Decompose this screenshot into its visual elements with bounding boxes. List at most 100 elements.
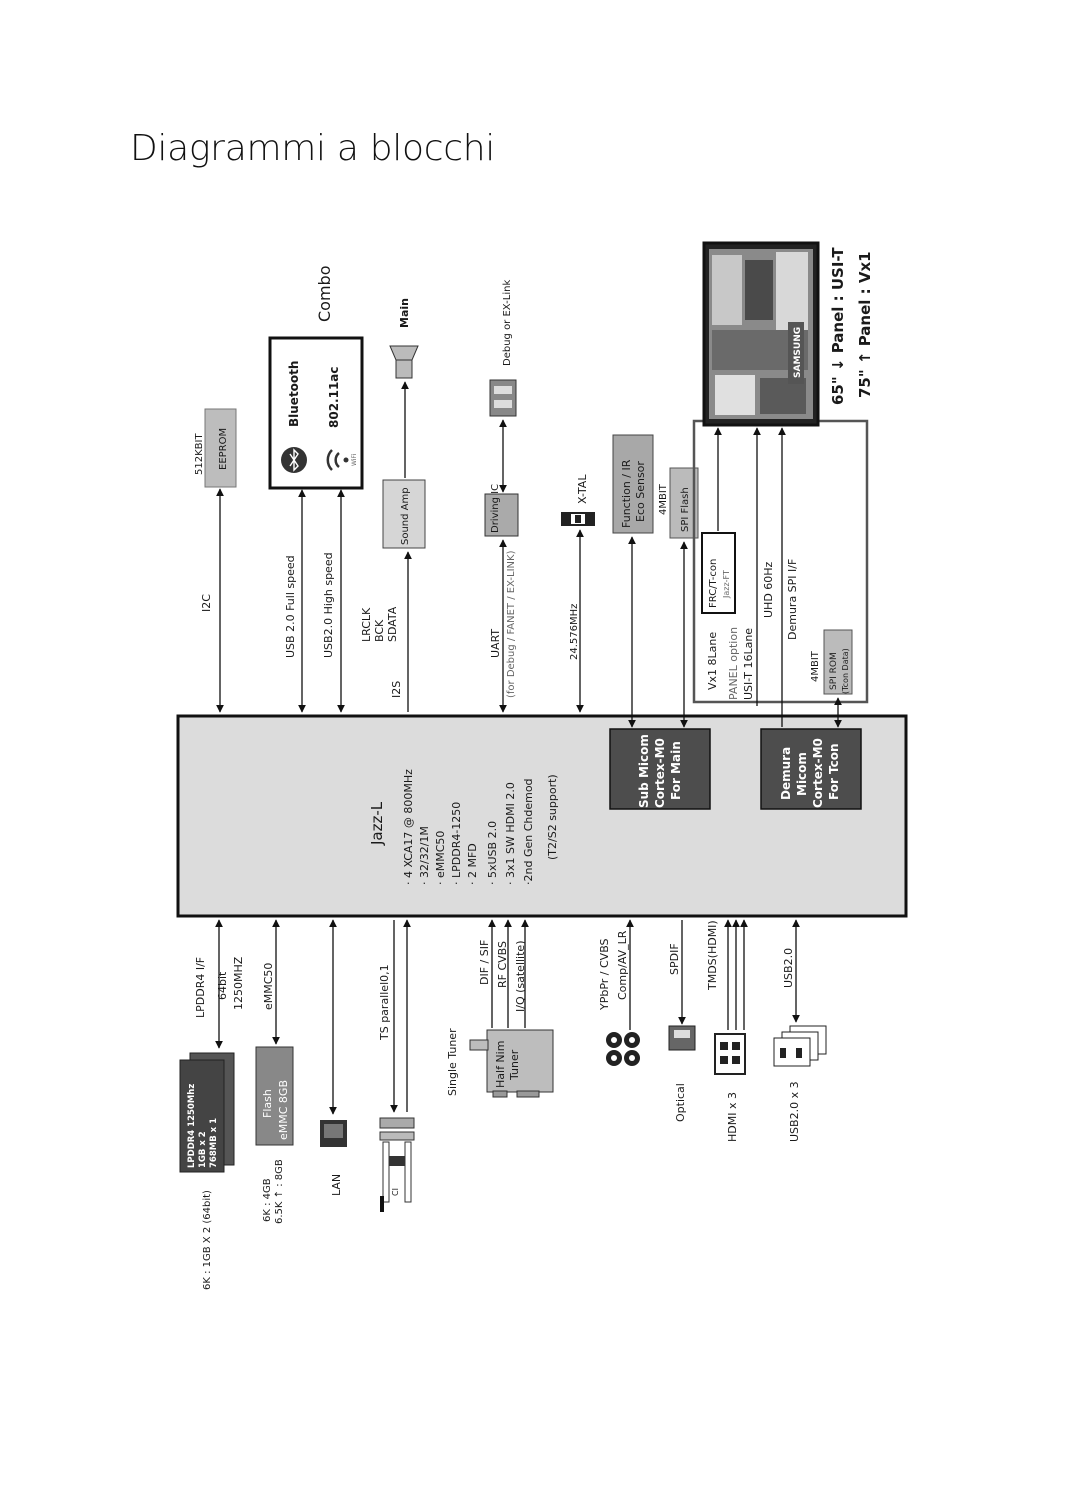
- panel-line-1: 65" ↓ Panel : USI-T: [829, 247, 847, 405]
- spi-flash-label: SPI Flash: [680, 487, 691, 532]
- function-ir-box: [612, 434, 654, 534]
- usb-high-label: USB2.0 High speed: [322, 552, 335, 658]
- spi-rom-label: SPI ROM: [829, 652, 839, 690]
- wifi-small-label: WiFi: [351, 454, 358, 466]
- demura-micom-line: Cortex-M0: [811, 738, 825, 808]
- debug-connector-label: Debug or EX-Link: [502, 280, 513, 366]
- panel-image: [702, 241, 820, 427]
- uart-label: UART: [489, 629, 502, 658]
- function-ir-line: Eco Sensor: [634, 461, 647, 522]
- page-title: Diagrammi a blocchi: [130, 128, 495, 169]
- av-signal: Comp/AV_LR: [616, 930, 629, 1000]
- spi-rom-sub: (Tcon Data): [841, 648, 850, 694]
- xtal-label: X-TAL: [576, 474, 589, 504]
- soc-spec: · 4 XCA17 @ 800MHz: [402, 769, 415, 885]
- sub-micom-line: For Main: [669, 741, 683, 800]
- demura-micom-line: For Tcon: [827, 743, 841, 800]
- lan-icon: [320, 1120, 347, 1147]
- uart-note: (for Debug / FANET / EX-LINK): [506, 550, 517, 698]
- hdmi-label: HDMI x 3: [726, 1092, 739, 1142]
- flash-chip-line: eMMC 8GB: [277, 1080, 290, 1140]
- flash-chip: [255, 1046, 294, 1146]
- av-signal: YPbPr / CVBS: [598, 938, 611, 1011]
- audio-signal: LRCLK: [360, 607, 373, 642]
- usb-port-icon: [773, 1025, 827, 1067]
- demura-micom-box: [760, 728, 862, 810]
- optical-icon: [668, 1025, 696, 1051]
- lpddr4-bus-sub: 64bit: [216, 971, 229, 1000]
- spi-flash-size: 4MBIT: [658, 483, 669, 515]
- memory-chip-line: LPDDR4 1250Mhz: [187, 1084, 197, 1168]
- spi-rom-box: [823, 629, 853, 695]
- driving-ic-label: Driving IC: [490, 484, 501, 533]
- audio-signal: BCK: [373, 619, 386, 642]
- tuner-line: Half Nim: [494, 1041, 507, 1088]
- vx1-label: Vx1 8Lane: [706, 632, 719, 690]
- demura-micom-line: Micom: [795, 752, 809, 796]
- flash-note: 6K : 4GB: [262, 1178, 273, 1222]
- soc-spec: (T2/S2 support): [546, 774, 559, 860]
- eeprom-size: 512KBIT: [194, 433, 205, 475]
- usb-full-label: USB 2.0 Full speed: [284, 555, 297, 658]
- function-ir-line: Function / IR: [620, 459, 633, 528]
- spdif-label: SPDIF: [668, 943, 681, 975]
- hdmi-port-icon: [714, 1033, 746, 1075]
- frc-tcon-label: FRC/T-con: [708, 559, 719, 608]
- flash-chip-line: Flash: [261, 1089, 274, 1118]
- panel-line-2: 75" ↑ Panel : Vx1: [856, 251, 874, 398]
- debug-connector-icon: [489, 379, 517, 417]
- sound-amp-label: Sound Amp: [400, 487, 411, 545]
- wifi-icon: [326, 449, 349, 471]
- av-jack-icon: [606, 1032, 640, 1066]
- rf-label: RF CVBS: [496, 941, 509, 988]
- audio-signal: SDATA: [386, 606, 399, 642]
- tuner-box: [486, 1029, 554, 1093]
- sub-micom-line: Sub Micom: [637, 734, 651, 808]
- eeprom-label: EEPROM: [218, 428, 229, 470]
- sub-micom-line: Cortex-M0: [653, 738, 667, 808]
- xtal-icon: [561, 512, 595, 526]
- soc-spec: · 5xUSB 2.0: [486, 821, 499, 885]
- uhd-label: UHD 60Hz: [762, 561, 775, 618]
- ci-label: CI: [391, 1188, 400, 1196]
- ts-bus: TS parallel0,1: [378, 964, 391, 1041]
- soc-spec: · eMMC50: [434, 831, 447, 885]
- demura-spi-label: Demura SPI I/F: [786, 559, 799, 640]
- tuner-title: Single Tuner: [446, 1028, 459, 1096]
- soc-name: Jazz-L: [368, 801, 386, 846]
- xtal-freq: 24.576MHz: [569, 604, 580, 660]
- driving-ic-box: [484, 493, 519, 537]
- iq-label: I/Q (satellite): [514, 941, 527, 1013]
- frc-tcon-sub: Jazz-FT: [722, 570, 731, 599]
- emmc-bus: eMMC50: [262, 963, 275, 1010]
- i2s-label: I2S: [390, 681, 403, 698]
- usb-label: USB2.0 x 3: [788, 1081, 801, 1142]
- combo-title: Combo: [315, 266, 334, 323]
- sound-amp-box: [382, 479, 426, 549]
- spi-rom-size: 4MBIT: [810, 650, 821, 682]
- lan-label: LAN: [330, 1174, 343, 1196]
- memory-chip-line: 768MB x 1: [209, 1118, 219, 1168]
- tuner-line: Tuner: [508, 1049, 521, 1081]
- memory-chip-line: 1GB x 2: [198, 1131, 208, 1168]
- sub-micom-box: [609, 728, 711, 810]
- soc-spec: · 32/32/1M: [418, 826, 431, 885]
- i2c-label: I2C: [200, 594, 213, 612]
- panel-brand: SAMSUNG: [793, 327, 803, 378]
- speaker-label: Main: [398, 298, 411, 328]
- lpddr4-bus: LPDDR4 I/F: [194, 957, 207, 1018]
- memory-chip: [179, 1059, 225, 1173]
- speaker-icon: [389, 345, 419, 379]
- panel-option-label: PANEL option: [727, 627, 740, 700]
- optical-label: Optical: [674, 1083, 687, 1122]
- usit-label: USI-T 16Lane: [742, 628, 755, 700]
- bluetooth-label: Bluetooth: [287, 361, 301, 427]
- soc-specs: · 4 XCA17 @ 800MHz · 32/32/1M · eMMC50 ·…: [402, 769, 559, 885]
- eeprom-box: [204, 408, 237, 488]
- demura-micom-line: Demura: [779, 747, 793, 800]
- dif-label: DIF / SIF: [478, 940, 491, 985]
- usb-bus: USB2.0: [782, 948, 795, 988]
- ci-slot-icon: [379, 1117, 415, 1212]
- soc-spec: · LPDDR4-1250: [450, 802, 463, 885]
